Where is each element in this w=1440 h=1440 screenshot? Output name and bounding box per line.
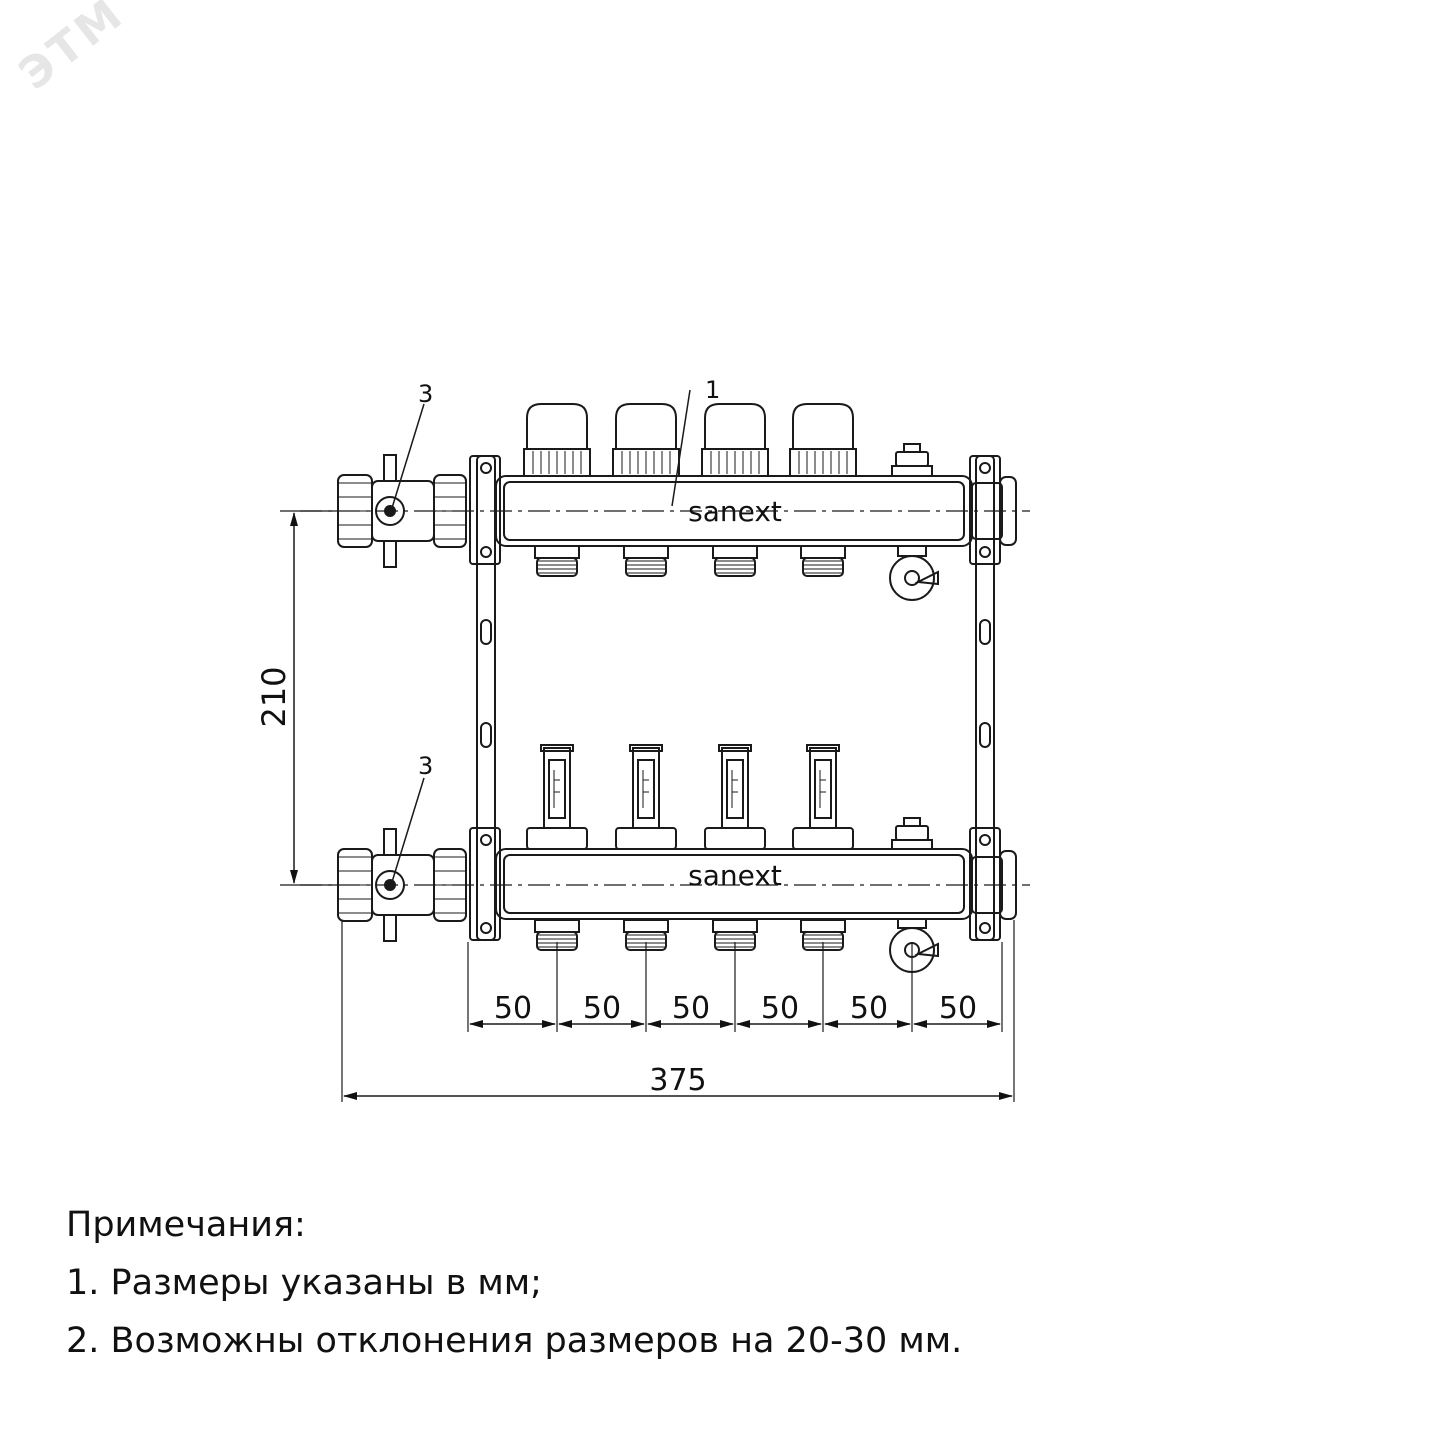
air-vent-top — [903, 817, 921, 827]
end-fitting — [971, 482, 1003, 540]
drain-valve-neck — [897, 545, 927, 557]
outlet-nut — [712, 919, 758, 933]
flowmeter-window — [637, 759, 655, 819]
bracket-screw — [979, 834, 991, 846]
valve-cap — [526, 403, 588, 450]
leader-line-1 — [671, 389, 691, 507]
outlet-nut — [534, 545, 580, 559]
flowmeter-top — [718, 744, 752, 752]
leader-line-3 — [391, 403, 425, 509]
manifold-bar-inner — [503, 854, 965, 914]
end-cap — [999, 476, 1017, 546]
air-vent-body — [891, 839, 933, 850]
note-item: 2. Возможны отклонения размеров на 20-30… — [66, 1321, 963, 1361]
dimension-spacing-label: 50 — [850, 991, 888, 1026]
valve-knurl — [789, 448, 857, 477]
bracket-screw — [480, 462, 492, 474]
note-item: 1. Размеры указаны в мм; — [66, 1263, 542, 1303]
outlet-nut — [800, 919, 846, 933]
end-cap — [999, 850, 1017, 920]
air-vent-body — [891, 465, 933, 477]
ball-valve-handle — [383, 540, 397, 568]
valve-cap — [615, 403, 677, 450]
outlet-nut — [623, 919, 669, 933]
outlet-thread — [625, 557, 667, 577]
bracket-screw — [480, 834, 492, 846]
ball-valve-handle — [383, 828, 397, 856]
flowmeter-top — [806, 744, 840, 752]
air-vent-cap — [895, 825, 929, 841]
bracket-screw — [480, 546, 492, 558]
end-fitting — [971, 856, 1003, 914]
callout-1-label: 1 — [705, 376, 720, 404]
dimension-spacing-label: 50 — [761, 991, 799, 1026]
brand-label-bottom: sanext — [688, 859, 782, 892]
dimension-spacing-label: 50 — [583, 991, 621, 1026]
bracket-screw — [979, 922, 991, 934]
outlet-nut — [712, 545, 758, 559]
valve-knurl — [701, 448, 769, 477]
air-vent-cap — [895, 451, 929, 467]
air-vent-top — [903, 443, 921, 453]
flowmeter-base — [526, 827, 588, 850]
bracket-plate — [469, 827, 501, 941]
outlet-thread — [536, 557, 578, 577]
bracket-slot — [480, 619, 492, 645]
leader-line-3 — [391, 777, 425, 883]
valve-cap — [792, 403, 854, 450]
flowmeter-base — [704, 827, 766, 850]
bracket-plate — [469, 455, 501, 565]
brand-label-top: sanext — [688, 495, 782, 528]
outlet-thread — [802, 557, 844, 577]
flowmeter-top — [540, 744, 574, 752]
ball-valve-stem-center — [384, 505, 396, 517]
notes-heading: Примечания: — [66, 1205, 306, 1245]
valve-cap — [704, 403, 766, 450]
flowmeter-window — [814, 759, 832, 819]
bracket-screw — [979, 546, 991, 558]
notes-block: Примечания: 1. Размеры указаны в мм; 2. … — [66, 1196, 962, 1370]
flowmeter-window — [726, 759, 744, 819]
flowmeter-top — [629, 744, 663, 752]
dimension-total-label: 375 — [649, 1063, 706, 1098]
valve-knurl — [523, 448, 591, 477]
dimension-spacing-label: 50 — [939, 991, 977, 1026]
bracket-slot — [480, 722, 492, 748]
callout-3-top-label: 3 — [418, 380, 433, 408]
bracket-screw — [979, 462, 991, 474]
dimension-height-label: 210 — [255, 666, 293, 727]
flowmeter-window — [548, 759, 566, 819]
ball-valve-handle — [383, 454, 397, 482]
ball-valve-stem-center — [384, 879, 396, 891]
ball-valve-stem — [375, 496, 405, 526]
ball-valve-stem — [375, 870, 405, 900]
drain-valve-neck — [897, 918, 927, 929]
drain-valve-lever — [914, 942, 939, 958]
bracket-slot — [979, 619, 991, 645]
outlet-thread — [714, 557, 756, 577]
bracket-screw — [480, 922, 492, 934]
ball-valve-handle — [383, 914, 397, 942]
flowmeter-base — [792, 827, 854, 850]
drain-valve-center — [904, 570, 920, 586]
dimension-spacing-label: 50 — [672, 991, 710, 1026]
bracket-rail — [975, 455, 995, 941]
drain-valve-lever — [914, 570, 939, 586]
dimension-spacing-label: 50 — [494, 991, 532, 1026]
bracket-rail — [476, 455, 496, 941]
outlet-nut — [534, 919, 580, 933]
outlet-nut — [623, 545, 669, 559]
callout-3-bottom-label: 3 — [418, 752, 433, 780]
flowmeter-base — [615, 827, 677, 850]
outlet-nut — [800, 545, 846, 559]
bracket-slot — [979, 722, 991, 748]
